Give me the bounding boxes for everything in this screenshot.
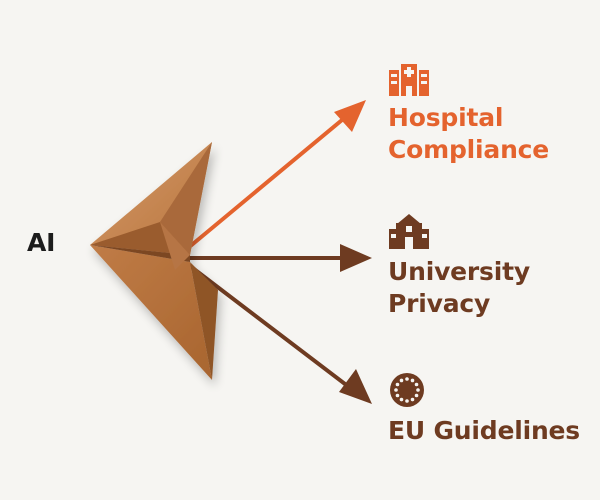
target-label-line: Hospital (388, 103, 504, 132)
target-hospital-compliance: Hospital Compliance (388, 102, 549, 166)
target-label-line: Privacy (388, 289, 491, 318)
hospital-icon (389, 64, 429, 96)
eu-star (410, 397, 415, 402)
eu-star (405, 377, 409, 381)
eu-star (405, 399, 409, 403)
arrow-to-hospital (186, 100, 366, 250)
target-eu-guidelines: EU Guidelines (388, 415, 580, 447)
target-label-line: University (388, 257, 530, 286)
eu-star (395, 393, 400, 398)
target-university-privacy: University Privacy (388, 256, 530, 320)
eu-star (410, 378, 415, 383)
eu-star (399, 397, 404, 402)
target-label-line: Compliance (388, 135, 550, 164)
eu-star (414, 393, 419, 398)
eu-star (399, 378, 404, 383)
target-label-line: EU Guidelines (388, 416, 580, 445)
arrow-to-eu (188, 264, 372, 404)
origami-shape (90, 142, 218, 380)
eu-star (394, 388, 398, 392)
eu-star (416, 388, 420, 392)
eu-star (414, 382, 419, 387)
university-icon (389, 214, 429, 249)
ai-source-label: AI (27, 228, 56, 257)
eu-star (395, 382, 400, 387)
arrow-to-university (188, 244, 372, 272)
eu-stars-icon (390, 373, 424, 407)
